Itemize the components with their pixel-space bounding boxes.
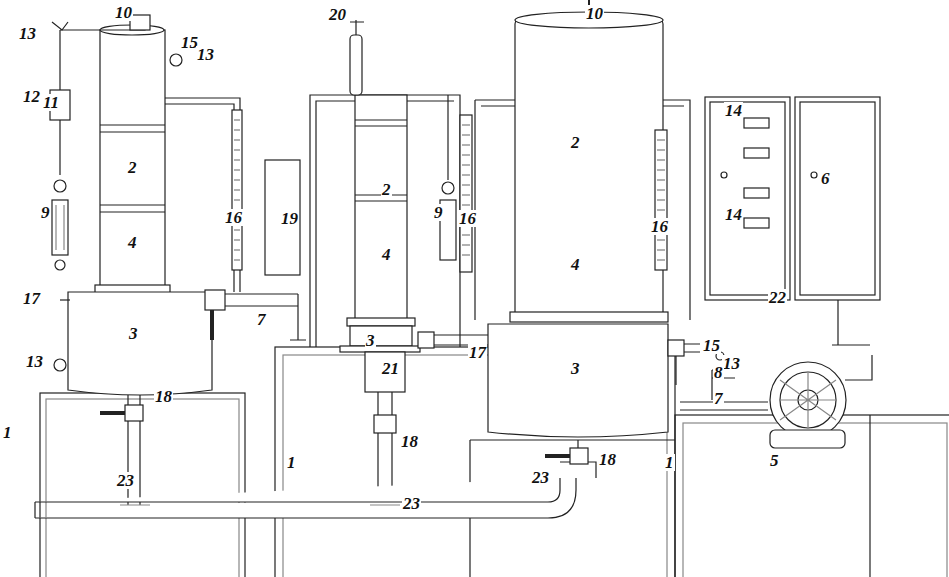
callout-number: 4 <box>127 234 138 251</box>
callout-number: 13 <box>18 25 37 42</box>
callout-number: 2 <box>127 159 138 176</box>
callout-number: 1 <box>286 454 297 471</box>
callout-number: 18 <box>400 433 419 450</box>
callout-number: 16 <box>224 209 243 226</box>
callout-number: 21 <box>381 360 400 377</box>
callout-number: 22 <box>768 289 787 306</box>
callout-number: 23 <box>116 472 135 489</box>
callout-number: 19 <box>280 210 299 227</box>
callout-number: 13 <box>25 353 44 370</box>
callout-number: 2 <box>381 181 392 198</box>
callout-number: 13 <box>722 355 741 372</box>
callout-number: 7 <box>713 390 724 407</box>
callout-number: 14 <box>724 206 743 223</box>
callout-number: 10 <box>114 4 133 21</box>
callout-number: 17 <box>468 344 487 361</box>
callout-number: 23 <box>402 495 421 512</box>
callout-number: 4 <box>570 256 581 273</box>
callout-number: 18 <box>154 388 173 405</box>
callout-number: 3 <box>128 325 139 342</box>
callout-number: 6 <box>820 170 831 187</box>
callout-number: 16 <box>458 210 477 227</box>
callout-number: 15 <box>702 337 721 354</box>
callout-number: 13 <box>196 46 215 63</box>
callout-number: 23 <box>531 469 550 486</box>
callout-number: 11 <box>42 94 60 111</box>
callout-number: 7 <box>256 311 267 328</box>
callout-number: 18 <box>598 451 617 468</box>
callout-number: 3 <box>365 332 376 349</box>
callout-number: 9 <box>433 204 444 221</box>
callout-number: 1 <box>2 424 13 441</box>
callout-number: 10 <box>585 5 604 22</box>
callout-number: 12 <box>22 88 41 105</box>
callout-number: 17 <box>22 290 41 307</box>
callout-number: 8 <box>713 364 724 381</box>
callout-number: 14 <box>724 102 743 119</box>
callout-number: 3 <box>570 360 581 377</box>
callout-number: 20 <box>328 6 347 23</box>
callout-number: 5 <box>769 452 780 469</box>
callout-number: 2 <box>570 134 581 151</box>
callout-number: 9 <box>40 204 51 221</box>
callout-number: 4 <box>381 246 392 263</box>
callout-number: 1 <box>664 454 675 471</box>
callout-number: 16 <box>650 218 669 235</box>
